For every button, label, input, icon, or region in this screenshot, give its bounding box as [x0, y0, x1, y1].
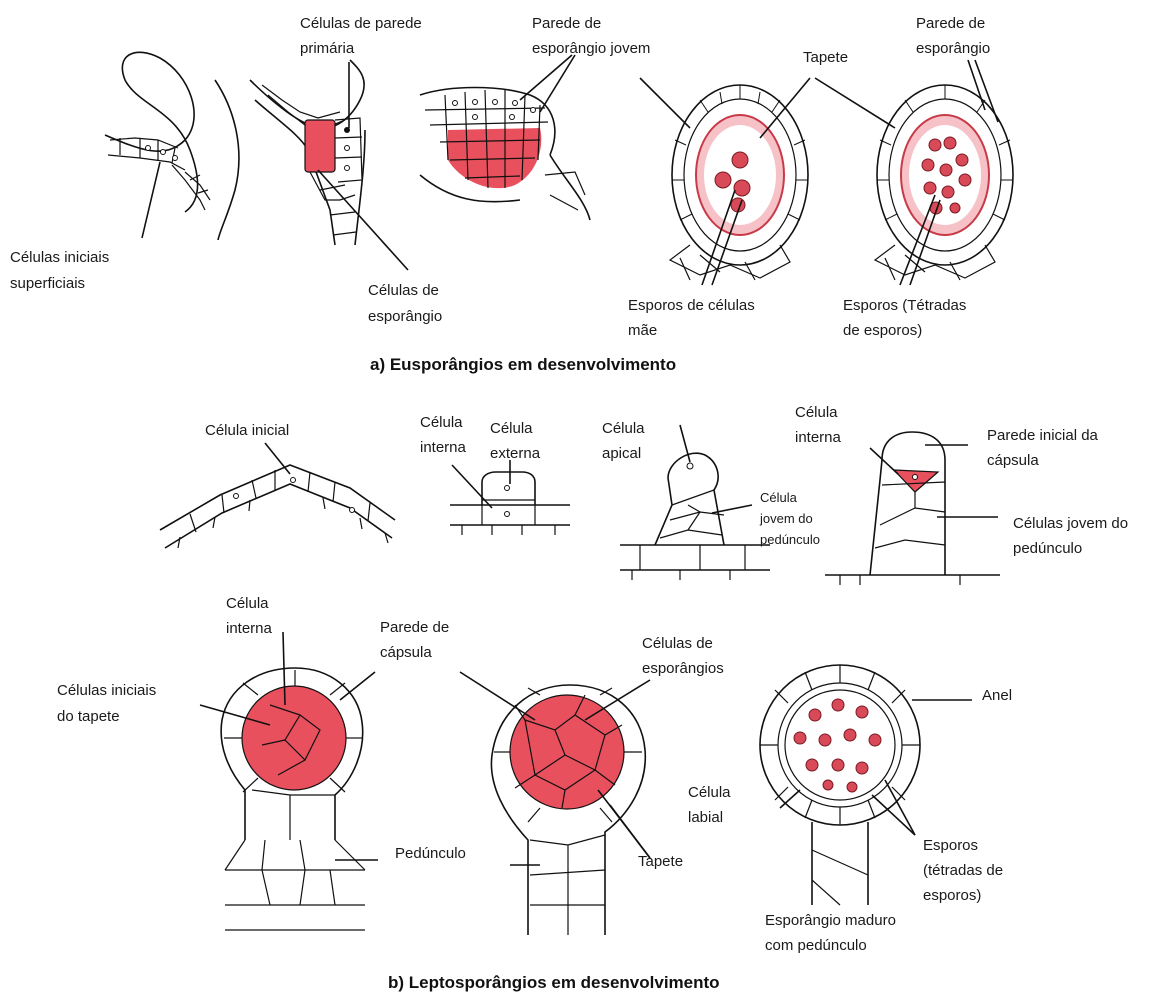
label-celulas-iniciais-tapete: Células iniciais do tapete [57, 682, 160, 725]
label-celula-apical: Célula apical [602, 420, 649, 462]
label-tapete-a: Tapete [803, 49, 848, 66]
label-celulas-iniciais-superficiais: Células iniciais superficiais [10, 249, 113, 292]
label-celula-externa: Célula externa [490, 420, 541, 462]
leptosporangium-stage-4 [825, 432, 1000, 585]
label-pedunculo: Pedúnculo [395, 845, 466, 862]
label-parede-esporangio: Parede de esporângio [916, 15, 990, 57]
label-parede-inicial-capsula: Parede inicial da cápsula [987, 427, 1102, 469]
label-parede-capsula: Parede de cápsula [380, 619, 453, 661]
label-celulas-jovem-pedunculo: Células jovem do pedúnculo [1013, 515, 1132, 557]
leptosporangium-stage-3 [620, 425, 770, 580]
eusporangium-stage-4 [640, 78, 810, 285]
label-celula-jovem-pedunculo: Célula jovem do pedúnculo [759, 490, 820, 547]
label-celula-interna-2: Célula interna [795, 404, 842, 446]
caption-leptosporangia: b) Leptosporângios em desenvolvimento [388, 973, 720, 992]
label-esporos-b: Esporos (tétradas de esporos) [923, 837, 1007, 904]
label-esporos-tetradas: Esporos (Tétradas de esporos) [843, 297, 971, 339]
eusporangium-stage-1 [105, 52, 239, 240]
label-anel: Anel [982, 687, 1012, 704]
label-celula-interna-3: Célula interna [226, 595, 273, 637]
leptosporangium-stage-2 [450, 460, 570, 535]
leptosporangium-stage-1 [160, 443, 395, 548]
label-tapete-b: Tapete [638, 853, 683, 870]
label-celulas-esporangio: Células de esporângio [368, 282, 443, 325]
label-esporangio-maduro: Esporângio maduro com pedúnculo [765, 912, 900, 954]
eusporangium-stage-2 [250, 60, 408, 270]
leptosporangium-stage-6 [460, 672, 650, 935]
label-celulas-parede-primaria: Células de parede primária [300, 15, 426, 57]
label-celula-labial: Célula labial [688, 784, 735, 826]
label-esporos-celulas-mae: Esporos de células mãe [628, 297, 759, 339]
label-celula-inicial: Célula inicial [205, 422, 289, 439]
eusporangium-stage-5 [815, 60, 1013, 285]
label-parede-esporangio-jovem: Parede de esporângio jovem [532, 15, 650, 57]
caption-eusporangia: a) Eusporângios em desenvolvimento [370, 355, 676, 374]
label-celulas-esporangios: Células de esporângios [642, 635, 724, 677]
label-celula-interna-1: Célula interna [420, 414, 467, 456]
eusporangium-stage-3 [420, 55, 590, 220]
leptosporangium-stage-5 [200, 632, 378, 930]
